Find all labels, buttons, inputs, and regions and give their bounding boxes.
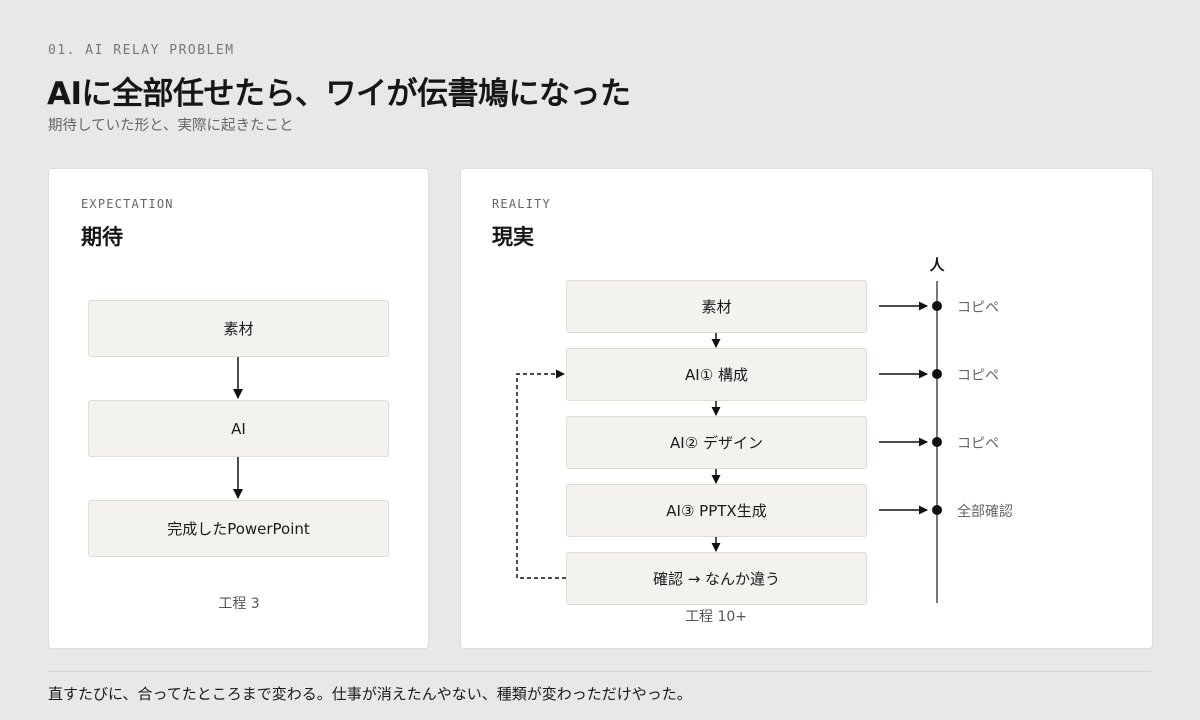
person-action-label: 全部確認 <box>957 504 1013 520</box>
expectation-card: EXPECTATION 期待 素材 AI 完成したPowerPoint 工程 3 <box>48 168 429 649</box>
expectation-step-label: AI <box>231 419 246 438</box>
reality-step-label: AI② デザイン <box>670 434 763 452</box>
reality-eyebrow: REALITY <box>492 197 551 211</box>
expectation-arrows <box>233 357 243 499</box>
reality-card: REALITY 現実 素材 AI① 構成 AI② デザイン AI③ PPTX生成… <box>460 168 1153 649</box>
person-label: 人 <box>929 256 945 274</box>
reality-step-count: 工程 10+ <box>685 609 747 625</box>
expectation-title: 期待 <box>81 225 123 249</box>
timeline-dot <box>932 369 942 379</box>
reality-step-label: 素材 <box>701 298 732 316</box>
expectation-eyebrow: EXPECTATION <box>81 197 174 211</box>
expectation-step-ai: AI <box>88 400 389 457</box>
reality-step-label: 確認 → なんか違う <box>652 570 781 588</box>
reality-title: 現実 <box>492 225 534 249</box>
footer-divider <box>48 671 1151 672</box>
reality-step-review: 確認 → なんか違う <box>566 552 867 605</box>
expectation-step-count: 工程 3 <box>218 596 260 612</box>
reality-step-ai3: AI③ PPTX生成 <box>566 484 867 537</box>
page-subtitle: 期待していた形と、実際に起きたこと <box>48 118 294 134</box>
page-title: AIに全部任せたら、ワイが伝書鳩になった <box>47 76 631 112</box>
section-eyebrow: 01. AI RELAY PROBLEM <box>48 43 235 58</box>
reality-step-label: AI① 構成 <box>685 366 748 384</box>
timeline-dot <box>932 505 942 515</box>
expectation-step-label: 素材 <box>223 320 254 338</box>
reality-step-ai1: AI① 構成 <box>566 348 867 401</box>
person-action-label: コピペ <box>957 368 999 384</box>
footer-caption: 直すたびに、合ってたところまで変わる。仕事が消えたんやない、種類が変わっただけや… <box>48 685 692 703</box>
timeline-dot <box>932 437 942 447</box>
expectation-step-output: 完成したPowerPoint <box>88 500 389 557</box>
reality-step-label: AI③ PPTX生成 <box>666 502 767 520</box>
expectation-step-label: 完成したPowerPoint <box>167 520 310 538</box>
person-action-label: コピペ <box>957 436 999 452</box>
expectation-step-materials: 素材 <box>88 300 389 357</box>
timeline-dot <box>932 301 942 311</box>
reality-step-ai2: AI② デザイン <box>566 416 867 469</box>
reality-step-materials: 素材 <box>566 280 867 333</box>
reality-arrows <box>516 281 942 603</box>
feedback-loop-arrow <box>516 369 566 579</box>
person-action-label: コピペ <box>957 300 999 316</box>
